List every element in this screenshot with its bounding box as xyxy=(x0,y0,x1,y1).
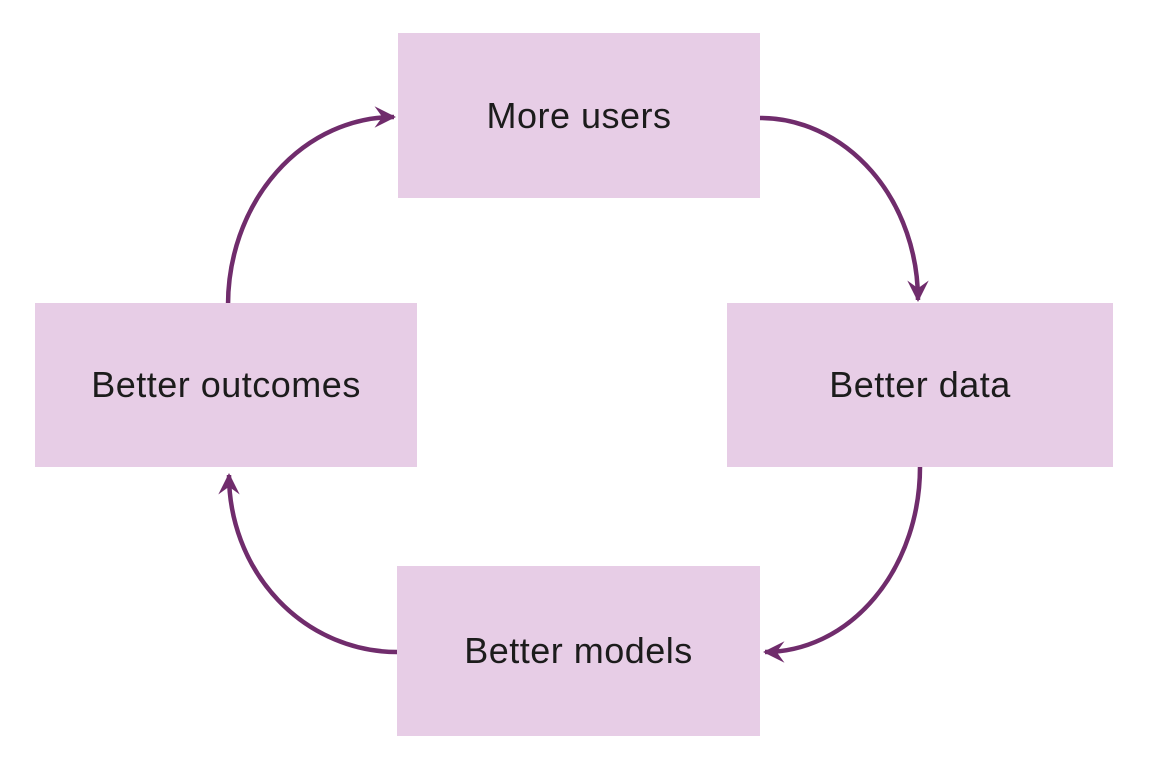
node-better-outcomes-label: Better outcomes xyxy=(91,364,361,405)
node-better-models-label: Better models xyxy=(464,630,693,671)
arrow-models-to-outcomes xyxy=(218,473,398,655)
node-better-outcomes: Better outcomes xyxy=(35,303,417,467)
node-better-data-label: Better data xyxy=(829,364,1011,405)
arrow-data-to-models xyxy=(763,466,923,663)
arrow-outcomes-to-users xyxy=(225,106,396,306)
arrow-users-to-data xyxy=(759,115,929,302)
node-more-users-label: More users xyxy=(486,94,672,136)
node-more-users: More users xyxy=(398,33,760,198)
node-better-models: Better models xyxy=(397,566,760,736)
node-better-data: Better data xyxy=(727,303,1113,467)
